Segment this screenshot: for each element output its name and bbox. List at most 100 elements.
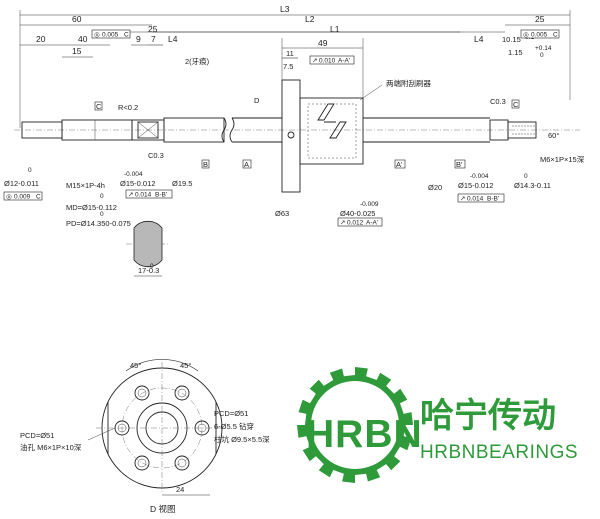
label-phi15-right: Ø15-0.012 [458,181,493,190]
svg-text:A: A [244,160,249,169]
tolerance-frame-5: ↗ 0.012 A-A' [337,217,383,227]
svg-text:0: 0 [100,193,104,200]
svg-text:C: C [96,102,102,111]
svg-text:C: C [513,100,519,109]
svg-text:B: B [203,160,208,169]
label-holes: 6-Ø5.5 钻穿 [214,421,254,431]
shaft-labels: R<0.2 C C0.3 D 两端附刮刷器 C0.3 C 60° M6×1P×1… [94,78,585,169]
dim-9: 9 [136,34,141,44]
diameter-labels: 0 Ø12-0.011 M15×1P-4h -0.004 Ø15-0.012 Ø… [4,167,551,228]
svg-text:0: 0 [524,173,528,180]
tolerance-frame-6: ↗ 0.014 B-B' [457,193,505,203]
label-24: 24 [176,485,184,494]
svg-text:B-B': B-B' [155,192,167,199]
label-pcd-right: PCD=Ø51 [214,409,248,418]
label-counterbore: 柱坑 Ø9.5×5.5深 [214,434,270,444]
label-phi20: Ø20 [428,183,442,192]
svg-text:C: C [553,32,558,39]
label-60deg: 60° [548,131,559,140]
label-view-D: D 视图 [150,504,176,514]
label-phi15-left: Ø15-0.012 [120,179,155,188]
label-pcd-left: PCD=Ø51 [20,431,54,440]
tolerance-frame-2: ◎ 0.009 C [3,191,43,201]
dim-L4-left: L4 [168,34,178,44]
label-PD: PD=Ø14.350-0.075 [66,219,131,228]
tolerance-frame-1: ◎ 0.005 C [91,29,131,39]
label-phi14-3: Ø14.3-0.11 [514,181,551,190]
dim-20: 20 [36,34,46,44]
svg-text:↗: ↗ [340,220,345,227]
dim-40: 40 [78,34,88,44]
svg-text:B': B' [456,160,463,169]
brand-english: HRBNBEARINGS [420,442,578,463]
brand-chinese: 哈宁传动 [420,397,556,435]
ball-nut [281,79,364,193]
dim-15: 15 [72,46,82,56]
svg-text:A-A': A-A' [366,220,378,227]
dim-10-15: 10.15 [502,35,521,44]
svg-text:0.012: 0.012 [347,220,364,227]
svg-text:A': A' [396,160,403,169]
svg-text:◎: ◎ [6,194,12,201]
dim-L1: L1 [330,24,340,34]
svg-text:0.005: 0.005 [531,32,548,39]
dim-1-15: 1.15 [508,48,523,57]
svg-text:B-B': B-B' [487,196,499,203]
svg-text:C0.3: C0.3 [148,151,164,160]
logo-text: HRBN [306,413,423,456]
tolerance-frame-3: ↗ 0.014 B-B' [125,189,173,199]
svg-text:0.005: 0.005 [102,32,119,39]
svg-text:0.014: 0.014 [467,196,484,203]
label-phi40: Ø40-0.025 [340,209,375,218]
svg-text:-0.009: -0.009 [360,201,379,208]
dim-49: 49 [318,38,328,48]
label-phi19-5: Ø19.5 [172,179,192,188]
svg-text:0.010: 0.010 [319,58,336,65]
label-oil-hole: 油孔 M6×1P×10深 [20,442,82,452]
svg-text:-0.004: -0.004 [470,173,489,180]
dim-tol-0: 0 [540,52,544,59]
label-45-right: 45° [180,361,191,370]
top-dimensions: L3 60 L2 25 25 L1 20 40 15 9 7 L4 2(牙痕) … [19,4,571,128]
dim-25-left: 25 [148,24,158,34]
label-D: D [254,96,260,105]
dim-L4-right: L4 [474,34,484,44]
label-R: R<0.2 [118,103,138,112]
flange-view: 45° 45° PCD=Ø51 油孔 M6×1P×10深 PCD=Ø51 6-Ø… [20,359,270,514]
label-phi63: Ø63 [275,209,289,218]
label-M15: M15×1P-4h [66,181,105,190]
svg-text:◎: ◎ [523,32,529,39]
svg-text:0: 0 [150,263,154,270]
svg-text:↗: ↗ [312,58,317,65]
svg-text:0.014: 0.014 [135,192,152,199]
label-MD: MD=Ø15-0.112 [66,203,117,212]
label-wiper: 两端附刮刷器 [386,78,431,88]
dim-tol-014: +0.14 [535,45,552,52]
dim-L3: L3 [280,4,290,14]
label-flat17: 17-0.3 [138,266,159,275]
label-phi12: Ø12-0.011 [4,179,39,188]
dim-L2: L2 [305,14,315,24]
dim-60: 60 [72,14,82,24]
svg-text:0.009: 0.009 [14,194,31,201]
svg-text:↗: ↗ [128,192,133,199]
svg-text:↗: ↗ [460,196,465,203]
screw-shaft [14,117,580,143]
section-view: 0 17-0.3 [126,220,170,277]
svg-text:◎: ◎ [94,32,100,39]
brand-logo: HRBN 哈宁传动 HRBNBEARINGS [297,367,578,483]
dim-11: 11 [286,49,294,58]
svg-text:C: C [124,32,129,39]
svg-text:C0.3: C0.3 [490,97,506,106]
label-M6: M6×1P×15深 [540,155,585,164]
svg-text:C: C [36,194,41,201]
svg-text:A-A': A-A' [338,58,350,65]
dim-25-right: 25 [535,14,545,24]
bolt-holes [114,385,210,471]
dim-7: 7 [151,34,156,44]
tolerance-frame-4: ↗ 0.010 A-A' [309,55,355,65]
svg-text:0: 0 [100,211,104,218]
tolerance-frame-7: ◎ 0.005 C [520,29,560,39]
svg-text:0: 0 [28,167,32,174]
